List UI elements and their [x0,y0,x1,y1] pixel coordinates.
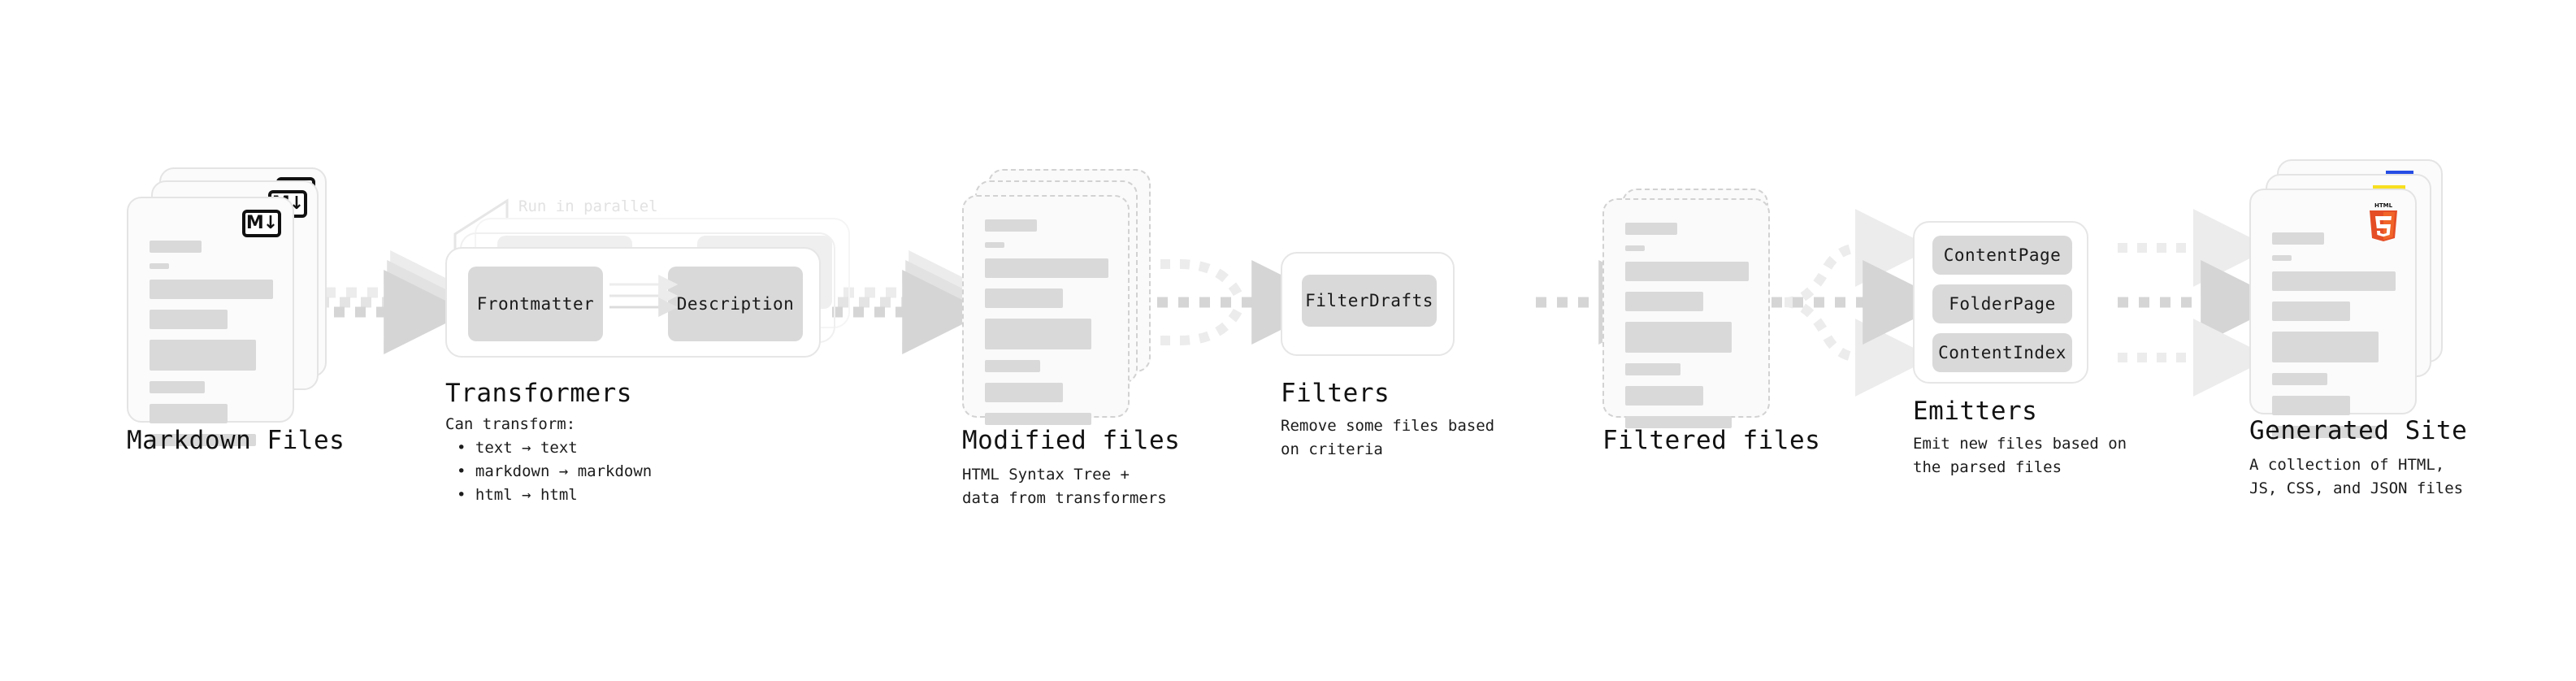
arrow-filtered-to-emitters-branch [1772,209,1948,397]
modified-doc-front [962,195,1130,425]
transformer-chip-description[interactable]: Description [668,267,803,341]
generated-site-desc-line2: JS, CSS, and JSON files [2249,479,2464,497]
modified-files-desc-line1: HTML Syntax Tree + [962,466,1130,484]
transformers-title: Transformers [445,379,632,408]
filtered-doc-front [1602,198,1770,428]
markdown-doc-front: M↓ [127,197,294,446]
emitters-box[interactable]: ContentPage FolderPage ContentIndex [1913,221,2088,384]
generated-site-desc-line1: A collection of HTML, [2249,456,2445,474]
emitters-title: Emitters [1913,397,2038,426]
filters-desc-line2: on criteria [1281,440,1383,458]
transformers-desc-line2: • text → text [457,439,578,457]
transformers-desc-line1: Can transform: [445,415,576,433]
filtered-doc-skeleton [1625,223,1749,439]
modified-files-desc-line2: data from transformers [962,489,1167,507]
html5-shield-icon: HTML [2370,202,2397,241]
emitter-chip-contentindex[interactable]: ContentIndex [1932,333,2072,372]
html5-badge: HTML [2365,200,2402,242]
transformers-desc-line4: • html → html [457,486,578,504]
run-in-parallel-bracket [453,198,509,260]
emitter-chip-folderpage[interactable]: FolderPage [1932,284,2072,323]
arrow-modified-to-filters-merge [1136,259,1337,345]
arrow-emitters-to-site [2118,209,2286,397]
arrow-markdown-to-transformers [313,250,475,354]
markdown-files-title: Markdown Files [127,426,345,455]
generated-doc-front: HTML [2249,189,2417,438]
svg-text:HTML: HTML [2374,202,2393,209]
filters-title: Filters [1281,379,1390,408]
transformer-chip-frontmatter[interactable]: Frontmatter [468,267,603,341]
emitter-chip-contentpage[interactable]: ContentPage [1932,236,2072,275]
filter-chip-filterdrafts[interactable]: FilterDrafts [1302,275,1437,327]
generated-doc-skeleton [2272,232,2396,449]
filters-box[interactable]: FilterDrafts [1281,252,1455,356]
transformers-desc-line3: • markdown → markdown [457,462,653,480]
markdown-badge-front: M↓ [242,210,281,237]
modified-files-title: Modified files [962,426,1181,455]
markdown-doc-skeleton [150,241,273,457]
emitters-desc-line1: Emit new files based on [1913,435,2127,453]
arrow-transformers-to-modified [832,250,994,354]
transformers-box-front[interactable]: Frontmatter Description [445,247,821,358]
transformer-inner-arrows [609,275,679,317]
modified-doc-skeleton [985,219,1108,436]
emitters-desc-line2: the parsed files [1913,458,2062,476]
filtered-files-title: Filtered files [1602,426,1821,455]
filters-desc-line1: Remove some files based [1281,417,1495,435]
run-in-parallel-label: Run in parallel [518,197,658,215]
generated-site-title: Generated Site [2249,416,2468,445]
